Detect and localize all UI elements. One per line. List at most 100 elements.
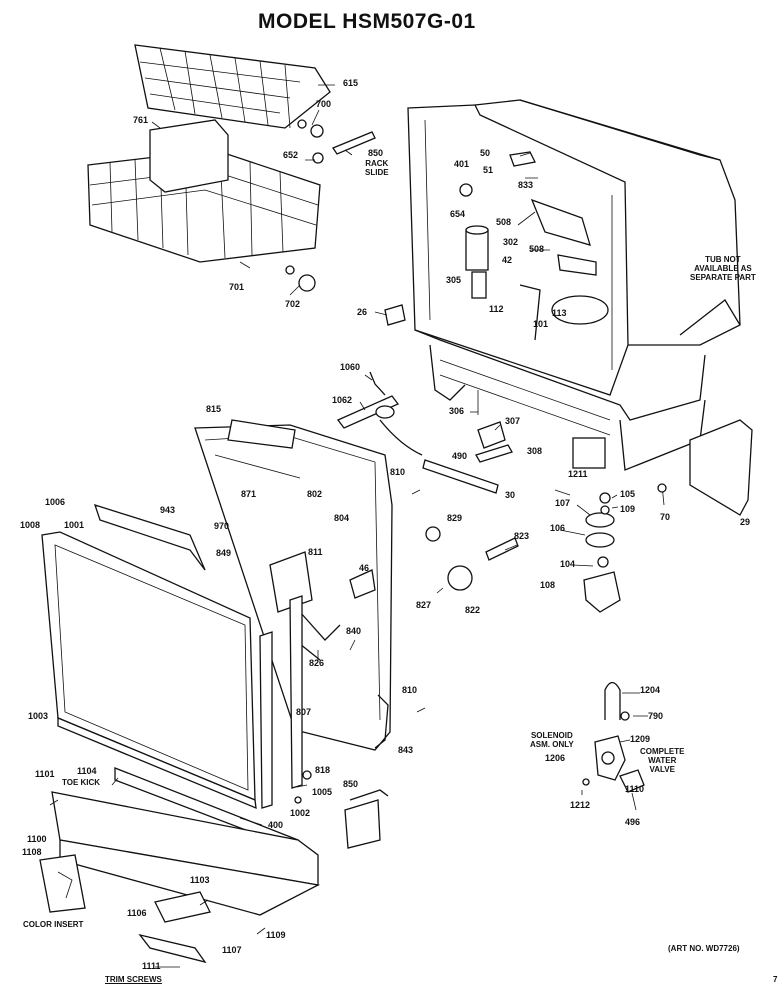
part-label: 305 [446, 275, 462, 285]
part-label: 306 [449, 406, 465, 416]
rack-small-parts [285, 119, 376, 292]
part-label: 1204 [640, 685, 661, 695]
part-label: 849 [216, 548, 232, 558]
part-label: 829 [447, 513, 463, 523]
part-label: 401 [454, 159, 470, 169]
part-label: 508 [496, 217, 512, 227]
part-label: 101 [533, 319, 549, 329]
rack-slide-note: RACK SLIDE [365, 159, 389, 177]
part-label: 652 [283, 150, 299, 160]
bottom-parts [39, 767, 389, 964]
part-label: 702 [285, 299, 301, 309]
part-label: 1062 [332, 395, 353, 405]
part-label: 107 [555, 498, 571, 508]
part-label: 810 [390, 467, 406, 477]
part-label: 26 [357, 307, 368, 317]
part-label: 46 [359, 563, 370, 573]
part-label: 302 [503, 237, 519, 247]
middle-parts [336, 304, 753, 613]
solenoid-note: SOLENOID ASM. ONLY [530, 731, 574, 749]
part-label: 840 [346, 626, 362, 636]
door-inner-panel [194, 419, 519, 751]
part-label: 822 [465, 605, 481, 615]
outer-door-panel [41, 503, 303, 810]
part-label: 508 [529, 244, 545, 254]
part-label: 106 [550, 523, 566, 533]
part-label: 1106 [127, 908, 147, 918]
part-label: 1206 [545, 753, 566, 763]
part-label: 1108 [22, 847, 42, 857]
lower-rack [87, 119, 321, 263]
part-label: 51 [483, 165, 494, 175]
part-label: 1003 [28, 711, 49, 721]
upper-rack [134, 44, 331, 129]
part-label: 761 [133, 115, 149, 125]
part-label: 490 [452, 451, 468, 461]
part-label: 1110 [625, 784, 645, 794]
color-insert-note: COLOR INSERT [23, 920, 84, 929]
part-label: 70 [660, 512, 671, 522]
part-label: 1101 [35, 769, 55, 779]
part-label: 1111 [142, 961, 161, 971]
part-label: 30 [505, 490, 516, 500]
part-label: 804 [334, 513, 350, 523]
part-label: 802 [307, 489, 323, 499]
part-label: 615 [343, 78, 359, 88]
part-label: 1008 [20, 520, 41, 530]
part-label: 29 [740, 517, 751, 527]
leader-lines [49, 84, 648, 968]
part-label: 307 [505, 416, 521, 426]
trim-screws-note: TRIM SCREWS [105, 975, 162, 984]
part-label: 1006 [45, 497, 66, 507]
part-label: 1001 [64, 520, 85, 530]
part-label: 1060 [340, 362, 361, 372]
part-label: 109 [620, 504, 636, 514]
part-label: 970 [214, 521, 230, 531]
part-label: 823 [514, 531, 530, 541]
part-label: 112 [489, 304, 504, 314]
part-label: 104 [560, 559, 576, 569]
part-label: 1107 [222, 945, 242, 955]
part-label: 1212 [570, 800, 591, 810]
part-label: 943 [160, 505, 176, 515]
part-label: 400 [268, 820, 284, 830]
page-mark: 7 [773, 975, 778, 984]
part-label: 833 [518, 180, 534, 190]
part-label: 1100 [27, 834, 47, 844]
water-valve-note: COMPLETE WATER VALVE [640, 747, 685, 774]
water-valve-assembly [582, 681, 645, 793]
tub-note: TUB NOT AVAILABLE AS SEPARATE PART [690, 255, 756, 282]
part-label: 790 [648, 711, 664, 721]
part-label: 850 [368, 148, 384, 158]
part-label: 700 [316, 99, 332, 109]
part-label: 1209 [630, 734, 651, 744]
part-label: 308 [527, 446, 543, 456]
part-label: 1109 [266, 930, 286, 940]
part-label: 1104 [77, 766, 97, 776]
part-label: 818 [315, 765, 331, 775]
part-label: 826 [309, 658, 325, 668]
part-label: 701 [229, 282, 245, 292]
part-label: 1103 [190, 875, 210, 885]
tub-base-frame [414, 329, 706, 471]
part-label: 113 [552, 308, 567, 318]
part-label: 850 [343, 779, 359, 789]
part-label: 42 [502, 255, 513, 265]
part-label: 811 [308, 547, 323, 557]
part-label: 1211 [568, 469, 588, 479]
part-label: 807 [296, 707, 312, 717]
part-label: 654 [450, 209, 466, 219]
art-number: (ART NO. WD7726) [668, 944, 740, 953]
part-label: 827 [416, 600, 432, 610]
toe-kick-note: TOE KICK [62, 778, 101, 787]
tub-assembly [407, 99, 741, 396]
part-label: 1002 [290, 808, 311, 818]
part-label: 871 [241, 489, 257, 499]
part-label: 843 [398, 745, 414, 755]
page-title: MODEL HSM507G-01 [258, 10, 476, 33]
part-label: 50 [480, 148, 491, 158]
part-label: 108 [540, 580, 556, 590]
part-label: 815 [206, 404, 222, 414]
